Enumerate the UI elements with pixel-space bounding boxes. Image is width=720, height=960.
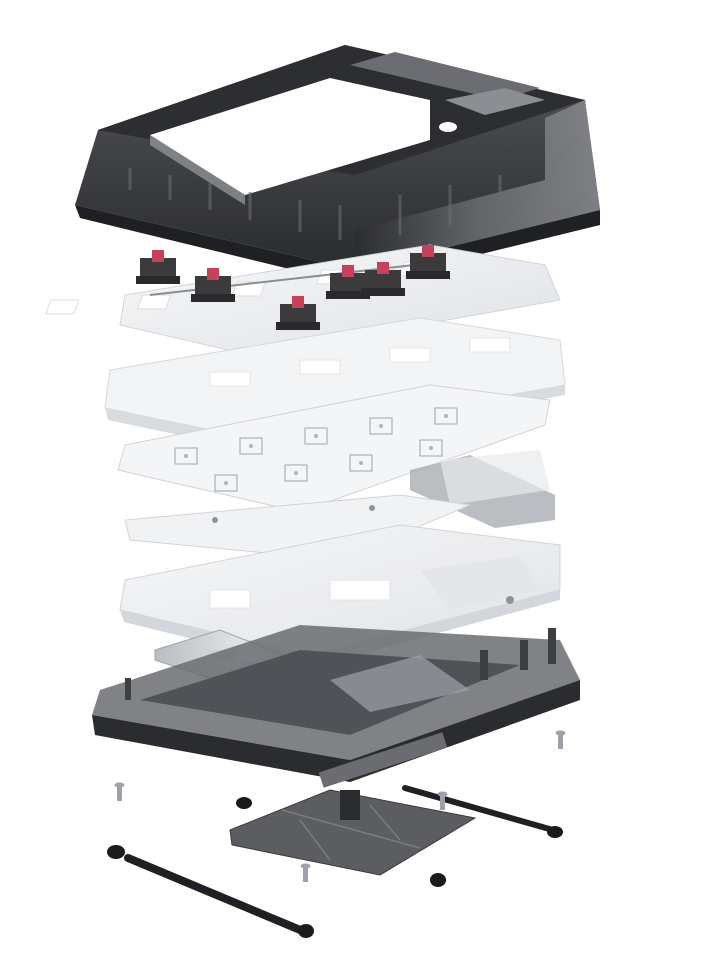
switch: [191, 268, 235, 302]
switches: [136, 245, 450, 330]
switch: [361, 262, 405, 296]
usb-cutout: [439, 122, 457, 132]
weight-plate: [229, 732, 477, 876]
feet-bars: [124, 785, 563, 936]
switch: [406, 245, 450, 279]
switch: [136, 250, 180, 284]
pcb: [117, 384, 555, 528]
top-case: [75, 45, 600, 285]
bottom-case: [92, 625, 580, 782]
rubber-feet: [107, 797, 563, 938]
switch: [276, 296, 320, 330]
screws: [114, 730, 566, 882]
switch: [326, 265, 370, 299]
